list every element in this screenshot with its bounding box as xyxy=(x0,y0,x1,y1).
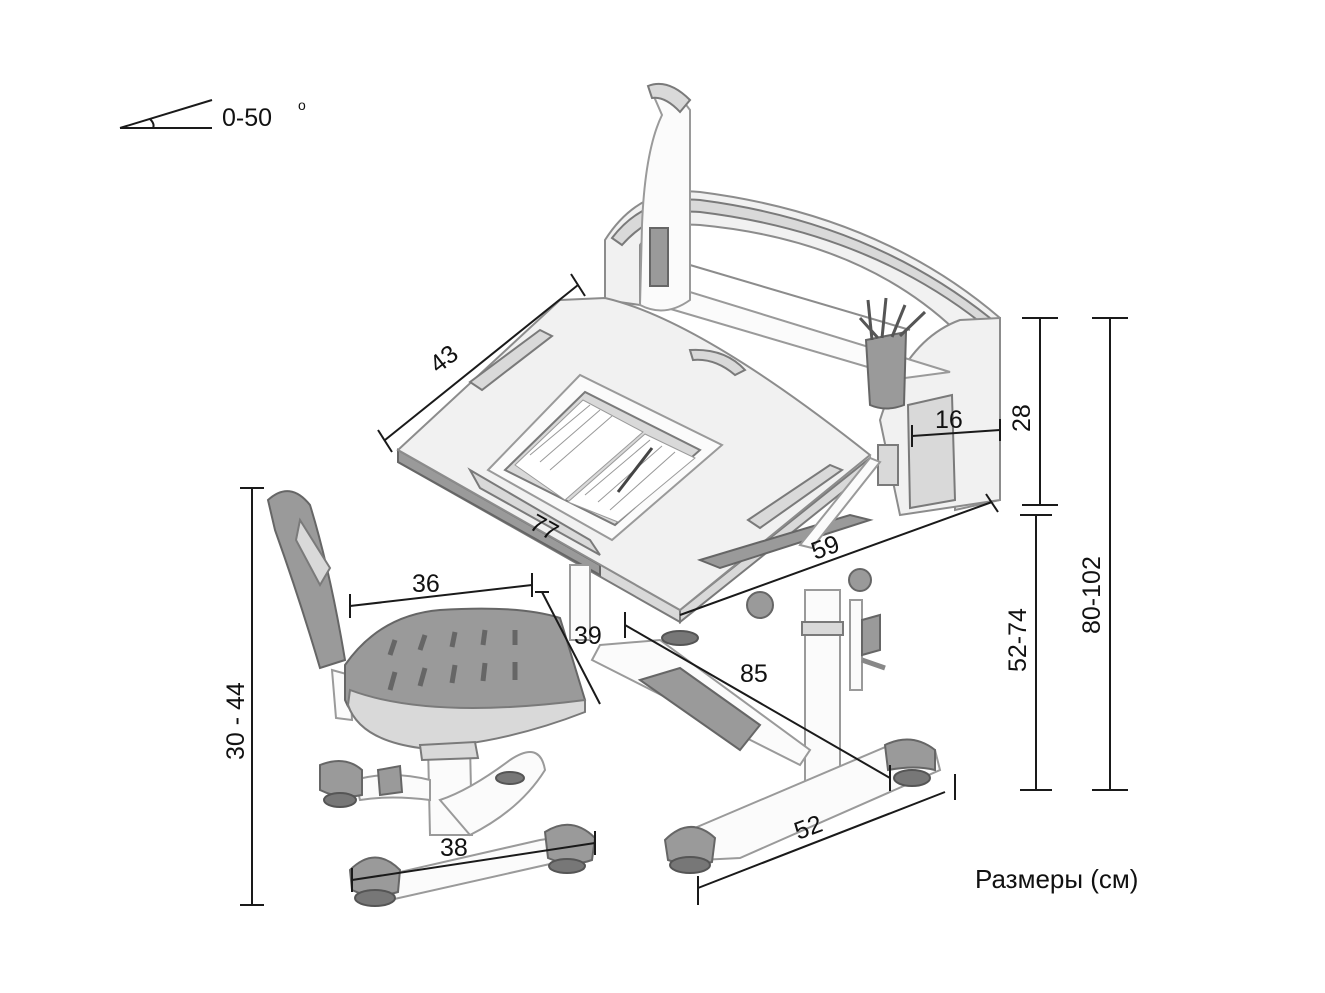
chair-height-label: 30 - 44 xyxy=(222,682,250,760)
degree-mark: o xyxy=(298,97,306,113)
tilt-angle-label: 0-50 xyxy=(222,104,272,132)
total-height-label: 80-102 xyxy=(1078,556,1106,634)
shelf-depth-label: 16 xyxy=(935,406,963,434)
desk-depth-label: 43 xyxy=(424,340,463,379)
desk-top xyxy=(396,296,872,625)
base-length-label: 85 xyxy=(740,660,768,688)
seat-depth-label: 39 xyxy=(574,622,602,650)
desk-lamp xyxy=(638,82,692,312)
chair-base-label: 38 xyxy=(440,834,468,862)
shelf-height-label: 28 xyxy=(1008,404,1036,432)
chair xyxy=(266,490,597,907)
seat-width-label: 36 xyxy=(412,570,440,598)
dimension-lines xyxy=(240,273,1128,906)
tilt-angle-icon xyxy=(119,99,213,129)
desk-height-label: 52-74 xyxy=(1004,608,1032,672)
desk-frame xyxy=(569,456,942,874)
caption: Размеры (см) xyxy=(975,864,1138,894)
